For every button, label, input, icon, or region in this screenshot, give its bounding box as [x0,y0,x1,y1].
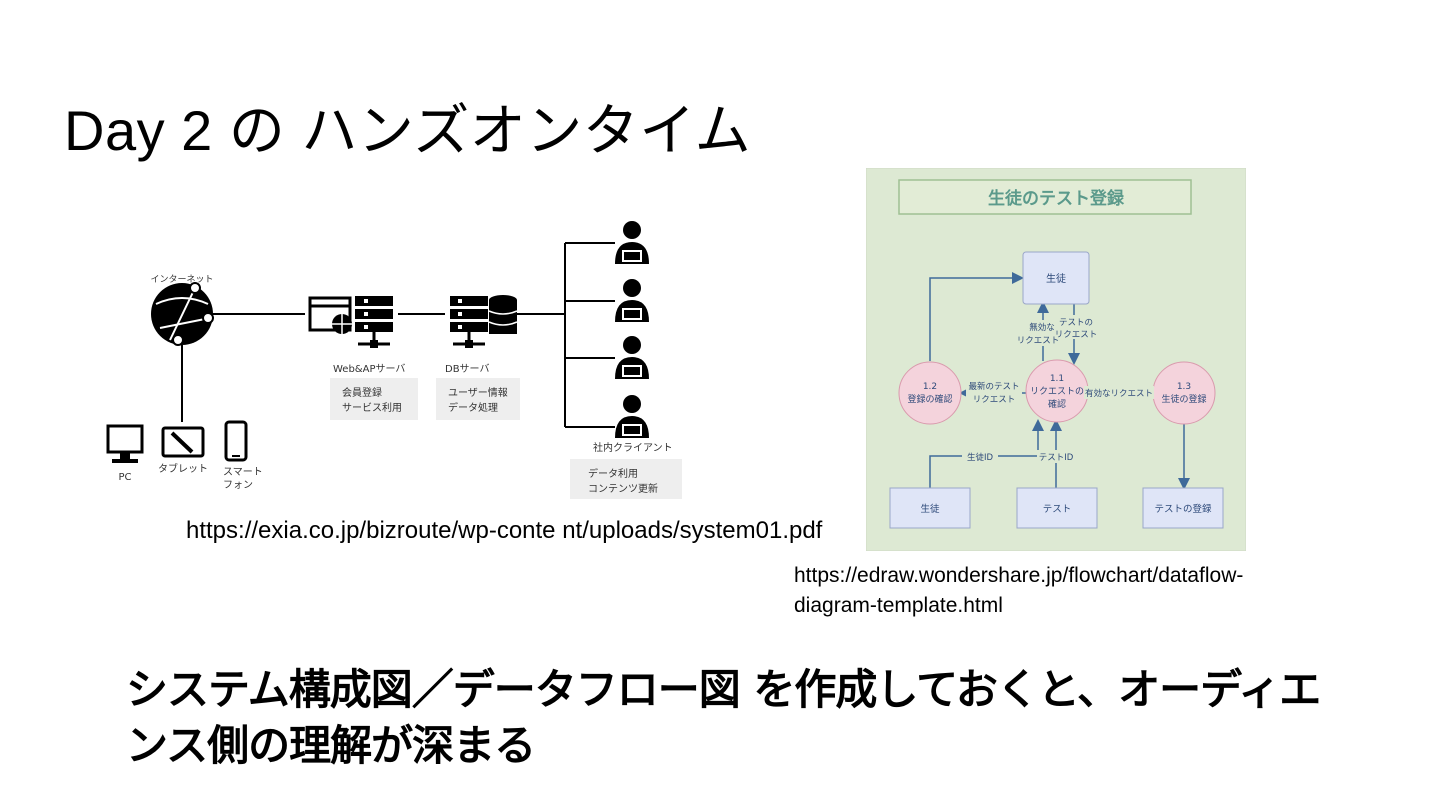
flow-valid-label: 有効なリクエスト [1085,388,1153,399]
dfd-title-box [898,179,1192,215]
svg-text:テストの登録: テストの登録 [1154,503,1212,515]
pc-label: PC [118,472,131,483]
dfd-source-url: https://edraw.wondershare.jp/flowchart/d… [794,564,1244,617]
svg-text:1.3: 1.3 [1177,382,1191,392]
dfd-title: 生徒のテスト登録 [988,188,1125,209]
flow-test-id-label: テストID [1039,453,1074,463]
smartphone-icon [224,420,248,462]
svg-text:テスト: テスト [1043,504,1072,515]
db-server-desc-box [436,378,520,420]
web-server-desc-box [330,378,418,420]
db-server-desc-line1: ユーザー情報 [448,386,508,399]
pc-monitor-icon [106,424,144,463]
flow-invalid-label-1: 無効な [1029,322,1055,333]
internet-globe-icon [151,282,214,346]
flow-latest-label-2: リクエスト [973,395,1016,405]
db-server-icon [450,295,518,348]
process-1-2 [898,361,962,425]
db-server-desc-line2: データ処理 [448,401,498,414]
flow-test-request-label-2: リクエスト [1055,330,1098,340]
svg-text:1.2: 1.2 [923,382,937,392]
clients-desc-line2: コンテンツ更新 [588,482,658,495]
slide-title: Day 2 の ハンズオンタイム [64,99,752,162]
entity-top-student [1022,251,1090,305]
entity-student [889,487,971,529]
internet-label: インターネット [150,274,213,285]
smartphone-label-line2: フォン [223,480,253,491]
smartphone-label-line1: スマート [223,467,263,478]
web-server-desc-line1: 会員登録 [342,386,382,399]
svg-text:生徒: 生徒 [920,503,940,515]
web-server-icon [308,296,393,348]
flow-latest-label-1: 最新のテスト [968,381,1019,392]
tablet-icon [161,426,205,458]
entity-top-student-label: 生徒 [1046,272,1066,285]
client-user-icon [615,336,649,379]
svg-text:登録の確認: 登録の確認 [907,393,952,405]
entity-test [1016,487,1098,529]
web-server-desc-line2: サービス利用 [342,402,402,414]
flow-test-request-label-1: テストの [1059,318,1093,328]
data-flow-diagram: 生徒のテスト登録 生徒 1.2 登録の確認 1.1 リクエストの 確認 1.3 … [866,168,1246,551]
clients-label: 社内クライアント [593,441,673,454]
svg-text:生徒の登録: 生徒の登録 [1161,393,1206,405]
client-user-icon [615,279,649,322]
web-server-label: Web&APサーバ [333,363,405,375]
system-diagram-source-url: https://exia.co.jp/bizroute/wp-conte nt/… [186,517,823,544]
flow-invalid-label-2: リクエスト [1017,336,1060,346]
svg-text:確認: 確認 [1048,398,1066,410]
slide-message: システム構成図／データフロー図 を作成しておくと、オーディエンス側の理解が深まる [126,665,1321,770]
store-test-registration [1142,487,1224,529]
svg-text:リクエストの: リクエストの [1030,386,1084,397]
flow-to-top-student [929,272,1024,361]
flow-student-id-label: 生徒ID [967,452,994,463]
svg-text:1.1: 1.1 [1050,374,1064,384]
db-server-label: DBサーバ [445,363,489,375]
client-user-icon [615,221,649,264]
client-user-icon [615,395,649,438]
tablet-label: タブレット [158,462,208,475]
clients-desc-line1: データ利用 [588,467,638,480]
process-1-3 [1152,361,1216,425]
system-architecture-diagram: インターネット Web&APサーバ 会員登録 サービス利用 DBサーバ ユーザ [106,221,682,499]
clients-desc-box [570,459,682,499]
